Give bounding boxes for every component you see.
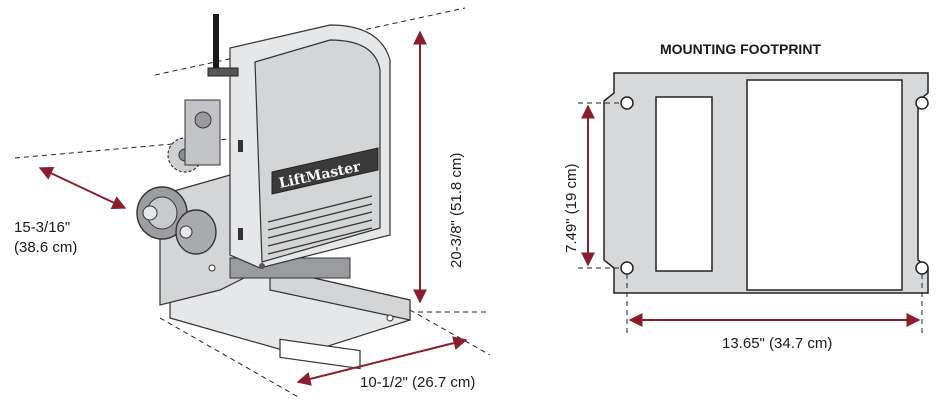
cover-slot-upper bbox=[238, 140, 243, 152]
footprint-cutout-wide bbox=[746, 79, 903, 291]
cover-screw bbox=[259, 263, 265, 269]
frame-hole bbox=[208, 264, 216, 272]
mounting-hole-bottom-left bbox=[620, 261, 634, 275]
base-bracket-top bbox=[269, 267, 411, 321]
motor-cover-face bbox=[254, 39, 381, 263]
secondary-pulley-nut bbox=[179, 225, 193, 239]
width-dimension-arrow bbox=[296, 336, 468, 386]
mounting-hole-top-left bbox=[620, 96, 634, 110]
gear-hub bbox=[194, 111, 212, 129]
operator-unit: LiftMaster 20-3/8" (51.8 cm) 15-3/16" (3… bbox=[14, 7, 491, 399]
antenna-mount bbox=[207, 67, 239, 77]
depth-dimension-label: 15-3/16" bbox=[14, 219, 70, 236]
horizontal-dimension-label: 13.65" (34.7 cm) bbox=[722, 335, 832, 352]
mounting-hole-bottom-right bbox=[915, 261, 929, 275]
depth-dimension-arrow bbox=[38, 167, 127, 209]
top-extension-line bbox=[154, 7, 466, 76]
brand-logo-plate bbox=[271, 147, 379, 195]
footprint-title: MOUNTING FOOTPRINT bbox=[660, 41, 821, 57]
main-pulley-nut bbox=[142, 205, 158, 221]
width-dimension-label: 10-1/2" (26.7 cm) bbox=[360, 374, 475, 391]
bottom-right-extension-line bbox=[409, 309, 491, 356]
vertical-dimension-label: 7.49" (19 cm) bbox=[563, 163, 580, 253]
base-hole bbox=[386, 314, 394, 322]
gear-housing bbox=[184, 99, 221, 166]
cover-slot-lower bbox=[238, 228, 243, 240]
antenna bbox=[213, 14, 219, 74]
height-dimension-label: 20-3/8" (51.8 cm) bbox=[448, 153, 465, 268]
mounting-hole-top-right bbox=[915, 96, 929, 110]
secondary-pulley bbox=[175, 209, 217, 255]
depth-dimension-metric-label: (38.6 cm) bbox=[14, 239, 77, 256]
cover-vents bbox=[267, 195, 373, 255]
footprint-cutout-narrow bbox=[655, 96, 713, 272]
mounting-footprint: MOUNTING FOOTPRINT 7.49" (19 cm) 13.65" … bbox=[563, 41, 929, 352]
